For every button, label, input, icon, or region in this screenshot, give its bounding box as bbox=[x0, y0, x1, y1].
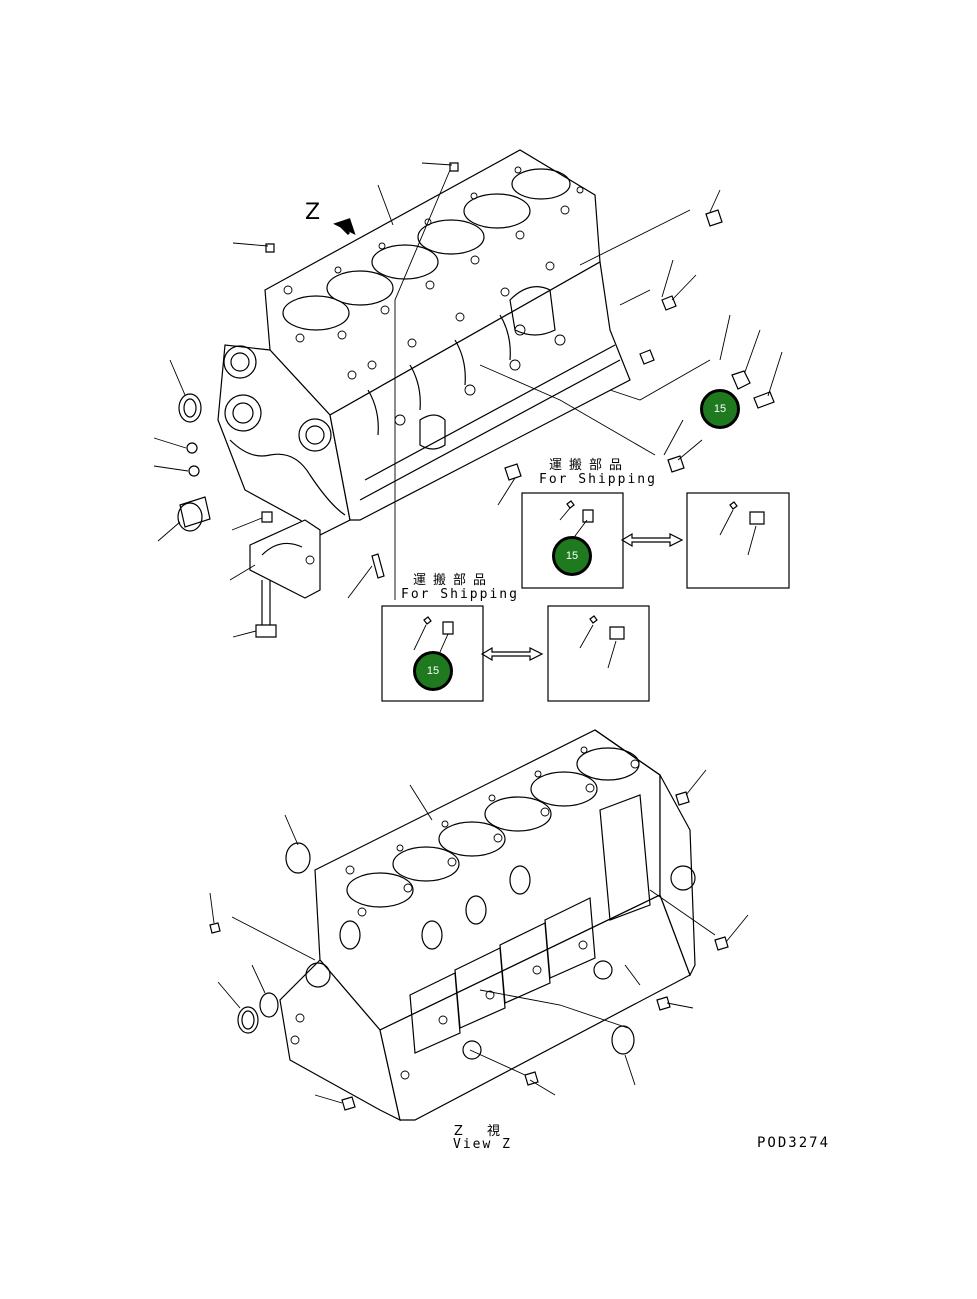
lower-cylinder-block-view-z bbox=[209, 729, 749, 1122]
view-z-caption-jp: Z 視 bbox=[454, 1124, 511, 1139]
callout-15-upper-inset[interactable]: 15 bbox=[552, 536, 592, 576]
upper-shipping-jp-label: 運搬部品 bbox=[549, 458, 630, 473]
upper-cylinder-block bbox=[153, 149, 783, 638]
drawing-number: POD3274 bbox=[757, 1135, 831, 1151]
view-z-caption-en: View Z bbox=[453, 1137, 512, 1152]
view-z-arrow-icon bbox=[333, 218, 356, 236]
lower-shipping-jp-label: 運搬部品 bbox=[413, 573, 494, 588]
callout-15-lower-inset[interactable]: 15 bbox=[413, 651, 453, 691]
callout-15-rear-plug[interactable]: 15 bbox=[700, 389, 740, 429]
lower-shipping-en-label: For Shipping bbox=[401, 587, 519, 602]
upper-shipping-en-label: For Shipping bbox=[539, 472, 657, 487]
view-z-arrow-letter: Z bbox=[305, 200, 321, 225]
